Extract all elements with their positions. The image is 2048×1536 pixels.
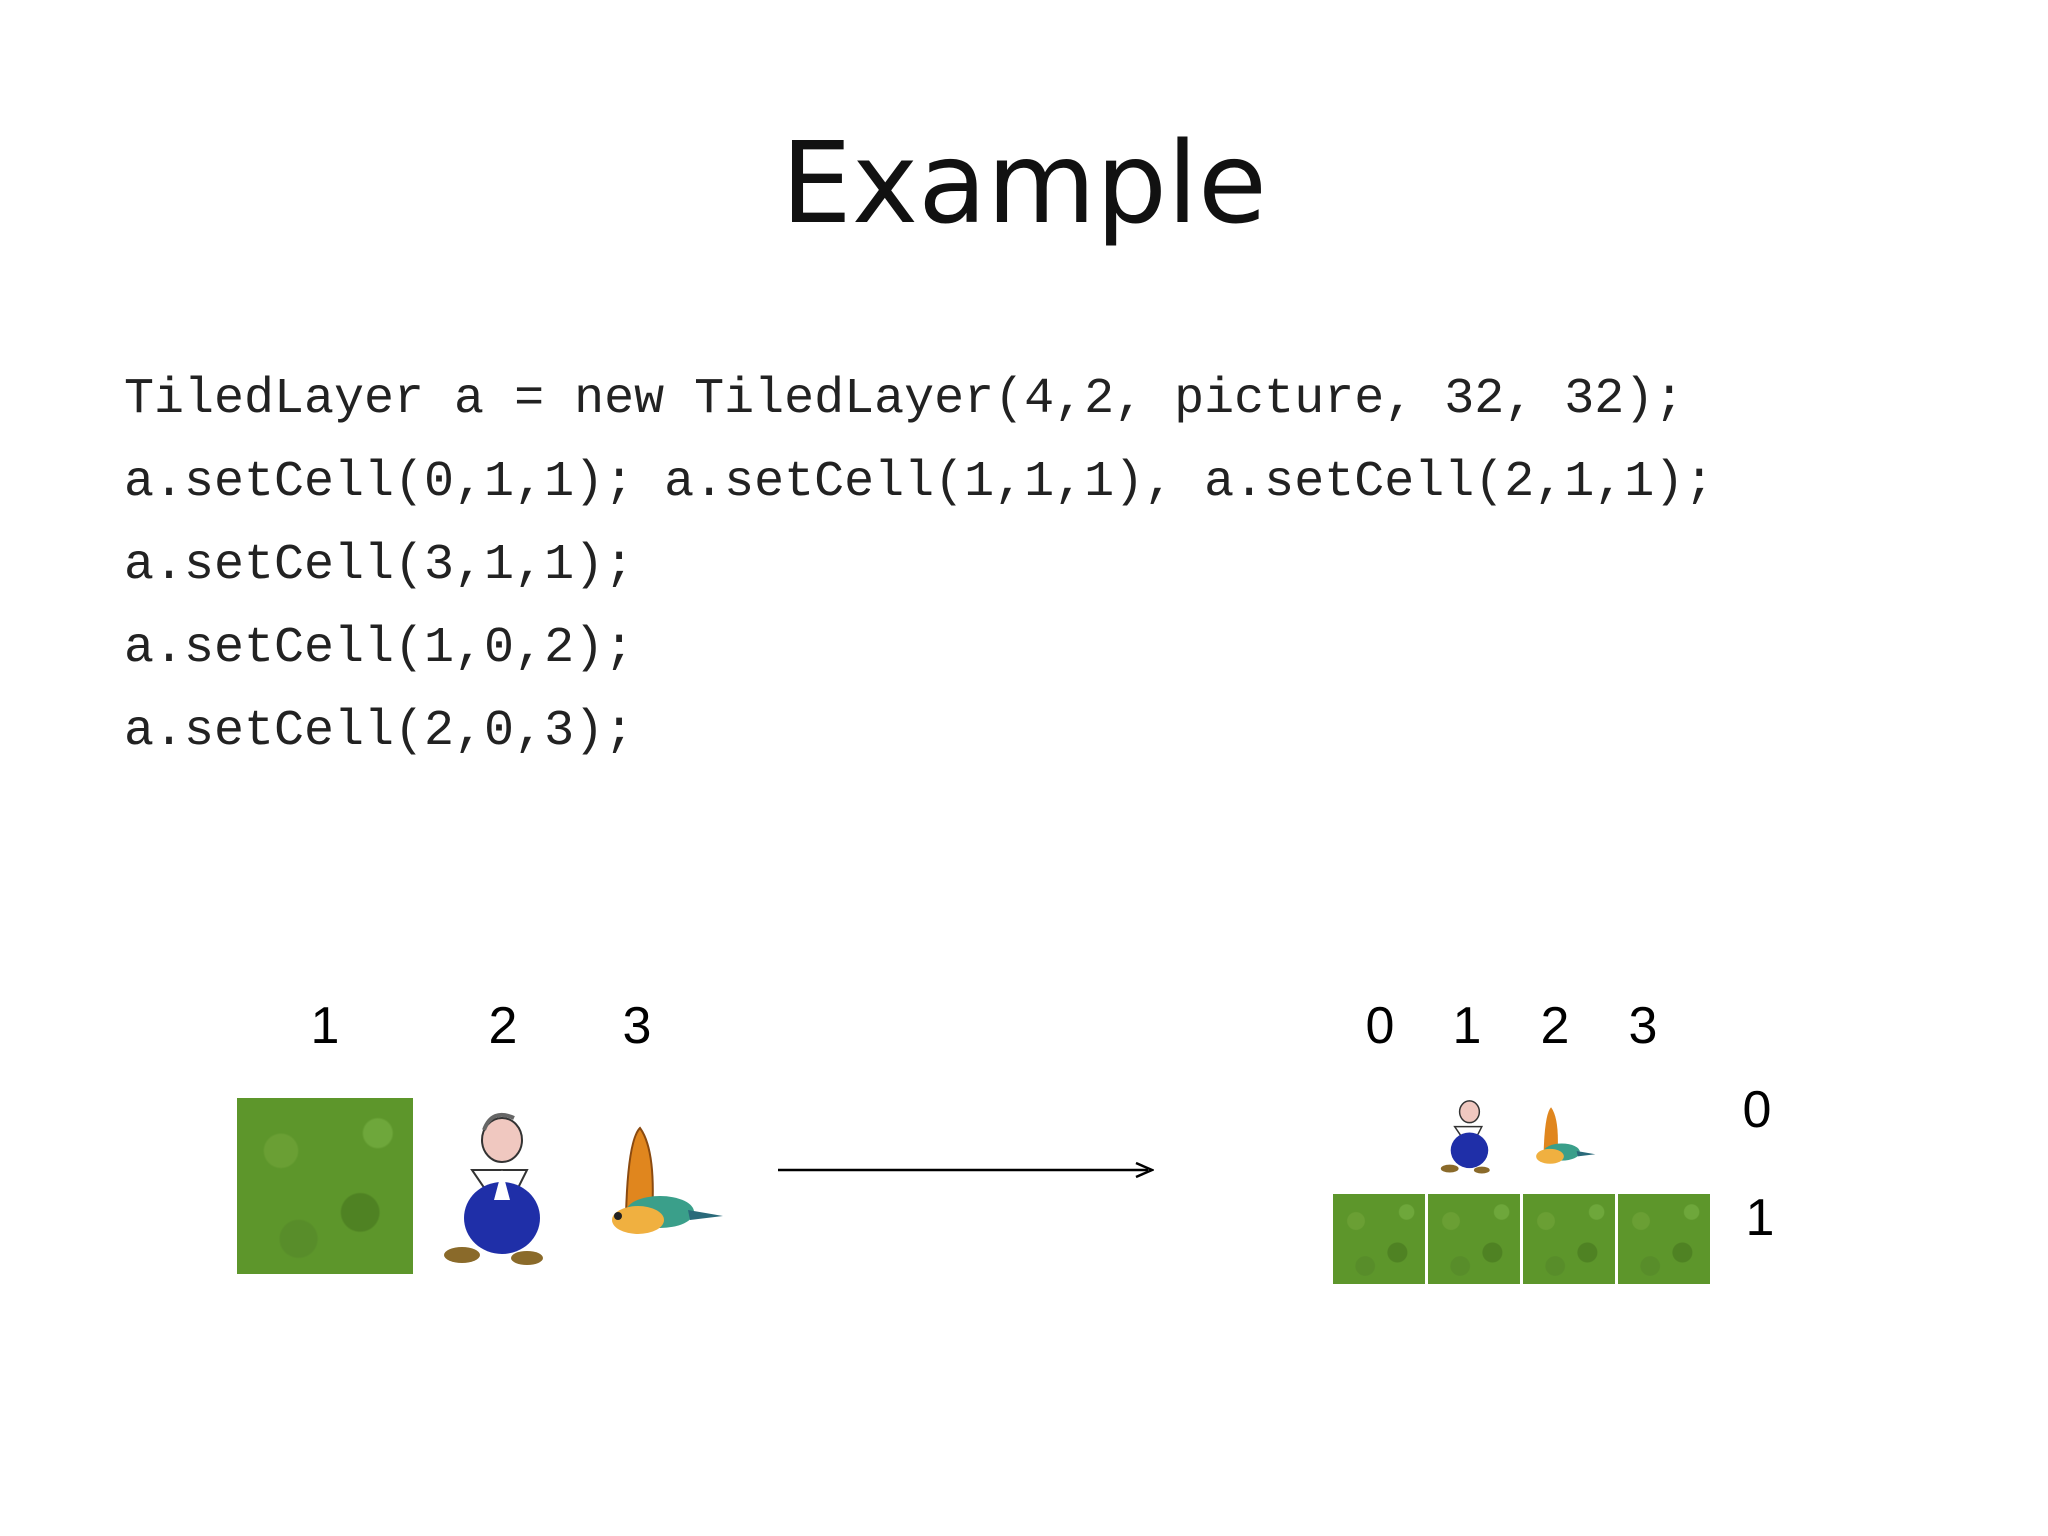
arrow-right-icon: [778, 1161, 1154, 1179]
column-label: 0: [1365, 997, 1395, 1055]
row-label: 0: [1742, 1081, 1772, 1139]
bird-sprite: [1536, 1107, 1596, 1164]
slide-title: Example: [781, 119, 1267, 249]
grass-tile: [237, 1098, 413, 1274]
tile-index-label: 2: [488, 997, 518, 1055]
code-block: TiledLayer a = new TiledLayer(4,2, pictu…: [124, 370, 1714, 785]
code-line: a.setCell(2,0,3);: [124, 703, 635, 760]
tile-index-label: 3: [622, 997, 652, 1055]
code-line: a.setCell(0,1,1); a.setCell(1,1,1), a.se…: [124, 454, 1715, 511]
old-man-sprite: [1440, 1100, 1490, 1174]
column-label: 1: [1452, 997, 1482, 1055]
tile-index-label: 1: [310, 997, 340, 1055]
column-label: 3: [1628, 997, 1658, 1055]
code-line: a.setCell(3,1,1);: [124, 537, 635, 594]
row-label: 1: [1745, 1189, 1775, 1247]
grass-tile: [1428, 1194, 1520, 1284]
grass-tile: [1618, 1194, 1710, 1284]
column-label: 2: [1540, 997, 1570, 1055]
old-man-sprite: [444, 1113, 543, 1265]
grass-tile: [1523, 1194, 1615, 1284]
bird-sprite: [612, 1126, 723, 1234]
grass-tile: [1333, 1194, 1425, 1284]
code-line: a.setCell(1,0,2);: [124, 620, 635, 677]
code-line: TiledLayer a = new TiledLayer(4,2, pictu…: [124, 371, 1685, 428]
